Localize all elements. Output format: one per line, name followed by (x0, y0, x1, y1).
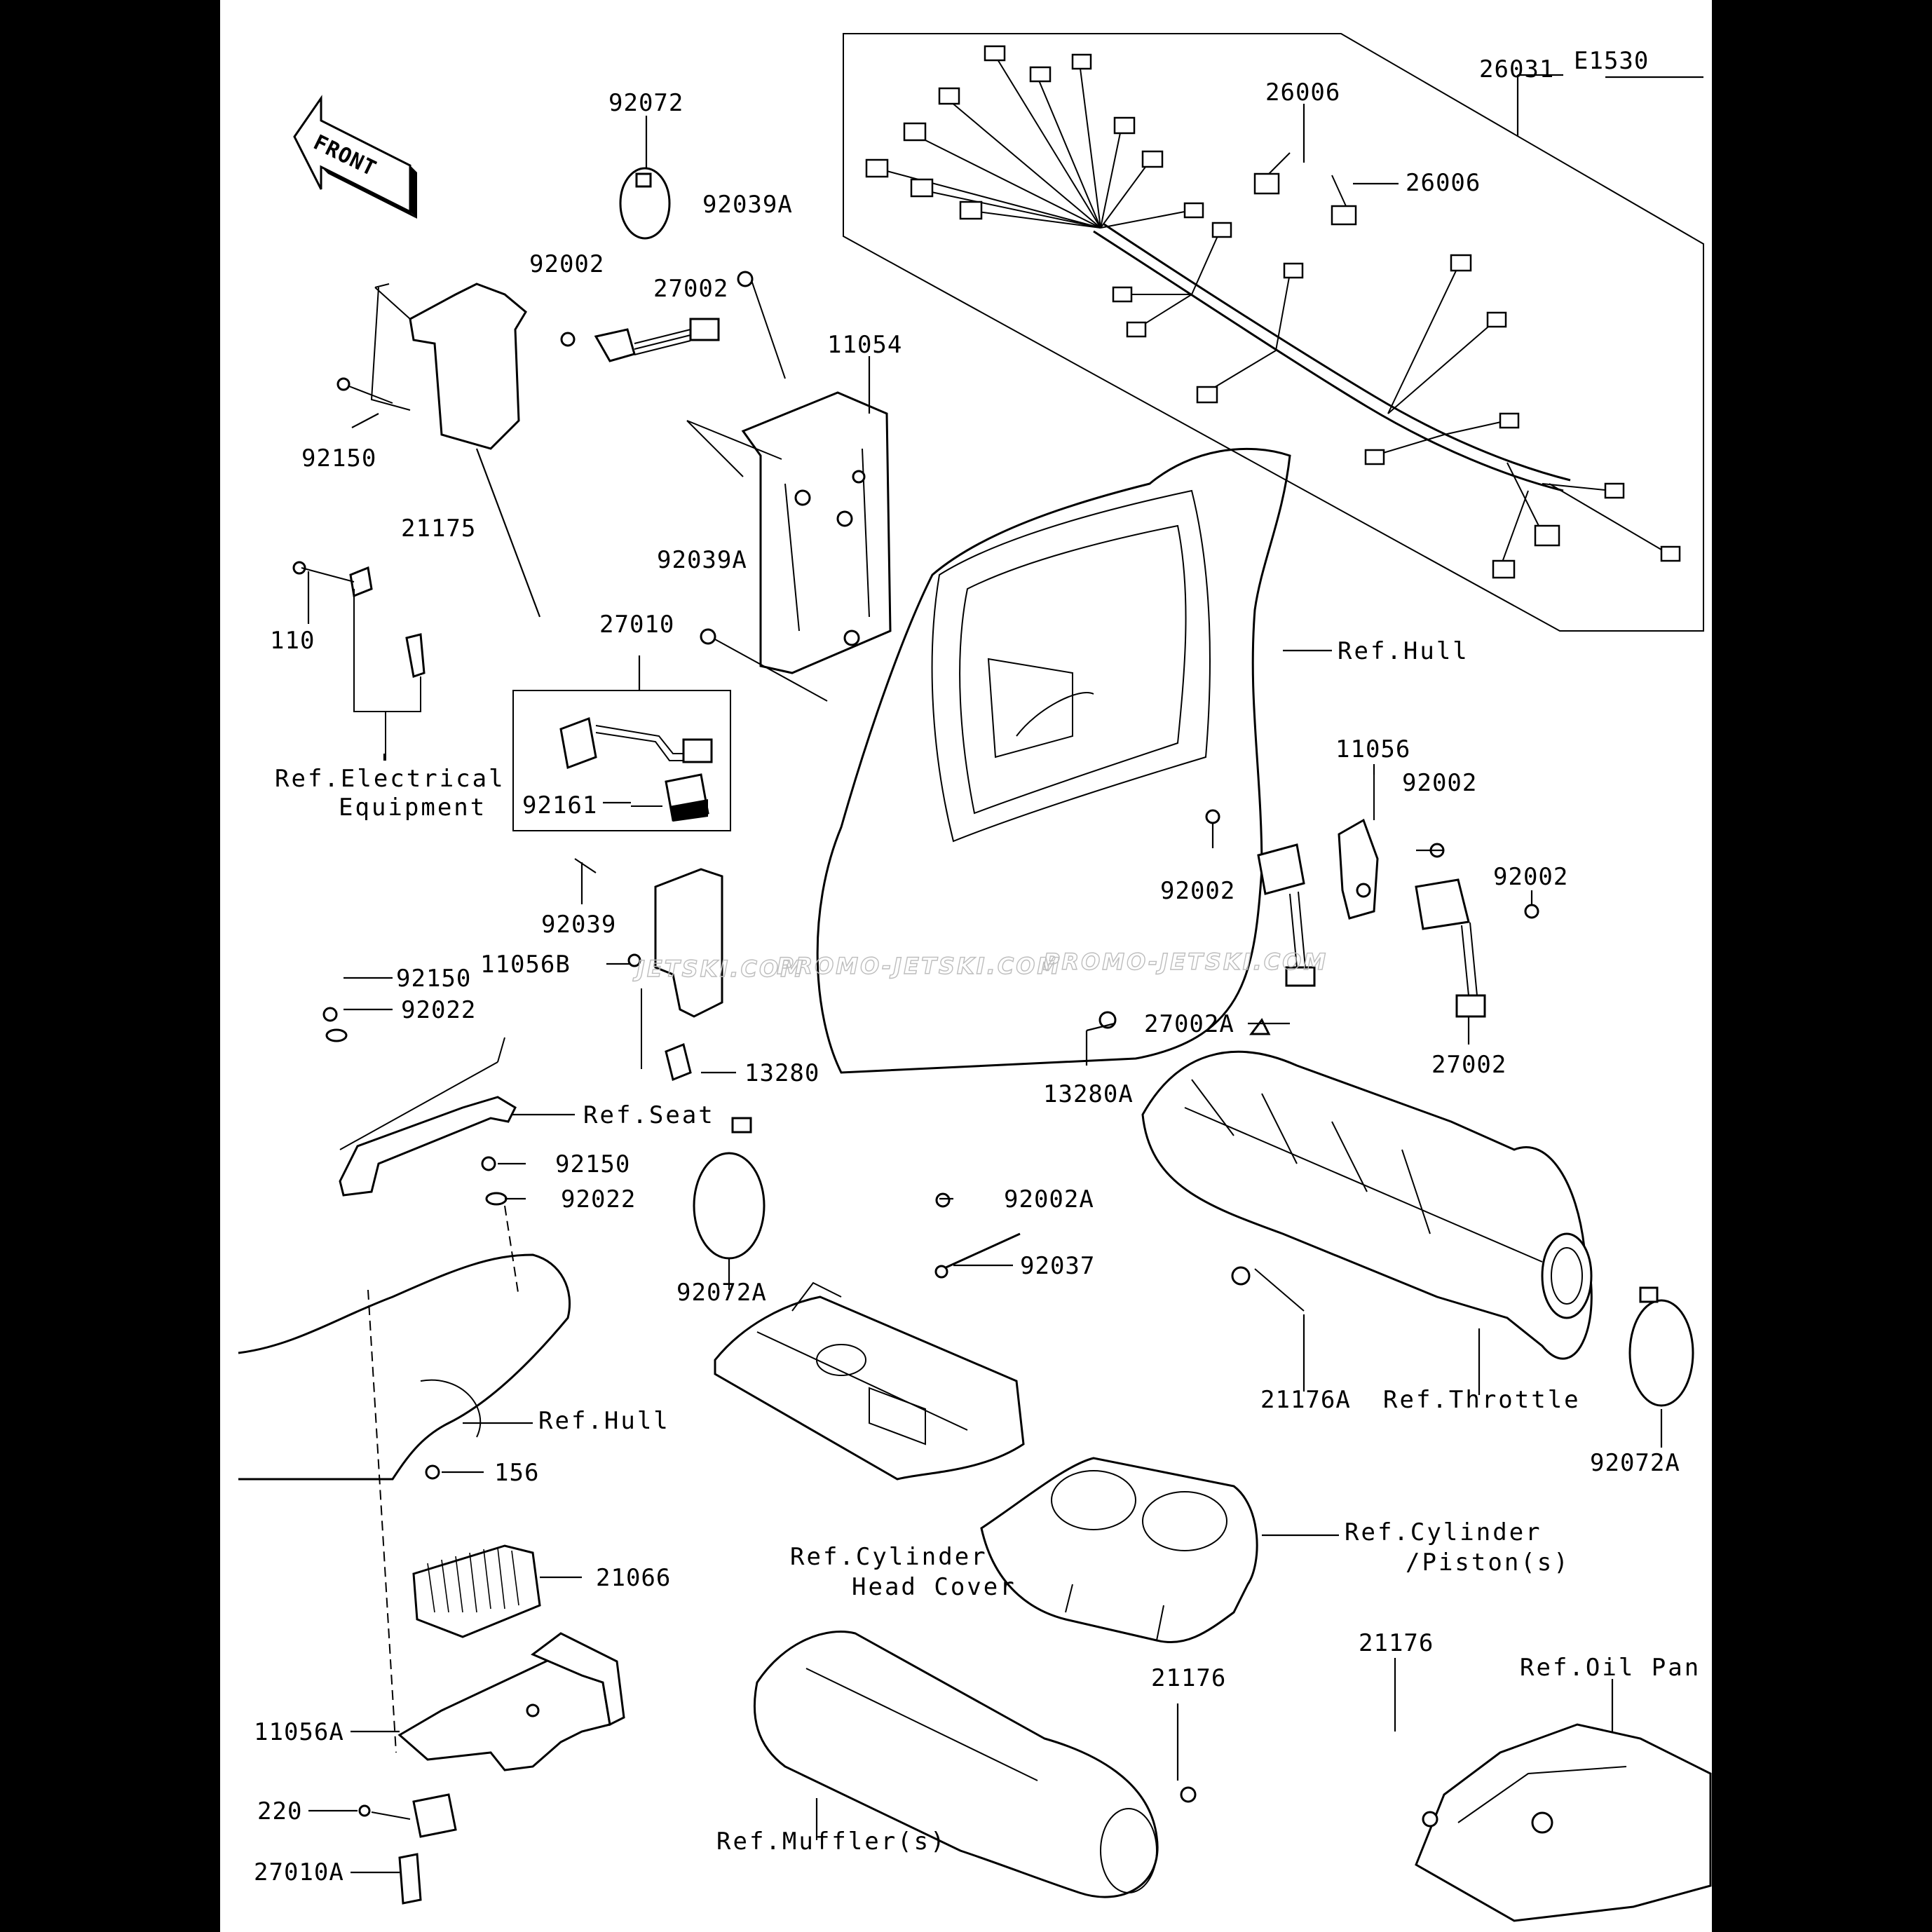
label-ref-cylinder-head: Ref.Cylinder (790, 1543, 988, 1571)
throttle-body (1141, 1018, 1593, 1360)
cylinder-head-cover (714, 1281, 1025, 1481)
relay-27002-top (560, 318, 720, 362)
label-92002-r3: 92002 (1493, 863, 1568, 891)
bolt-110-and-sensor (292, 561, 426, 761)
bracket-11056A (397, 1632, 625, 1771)
cable-tie-92072A-right (1628, 1286, 1694, 1407)
label-ref-oil-pan: Ref.Oil Pan (1520, 1654, 1701, 1682)
label-92072A-right: 92072A (1590, 1449, 1680, 1477)
label-21066: 21066 (596, 1564, 671, 1592)
clamp-92037 (934, 1192, 1021, 1279)
label-ref-cylinder-head-cover: Head Cover (852, 1573, 1016, 1601)
oil-pan (1415, 1723, 1712, 1922)
ecu-21175 (336, 283, 527, 450)
label-92002A: 92002A (1004, 1185, 1094, 1213)
label-92002-r1: 92002 (1402, 769, 1477, 797)
label-ref-cylinder-piston: Ref.Cylinder (1345, 1518, 1542, 1546)
label-11056A: 11056A (254, 1718, 344, 1746)
label-92002-top: 92002 (529, 250, 604, 278)
muffler (753, 1631, 1197, 1898)
label-92039A-top: 92039A (702, 191, 793, 219)
label-27002-right: 27002 (1431, 1051, 1506, 1079)
label-21176A: 21176A (1260, 1386, 1351, 1414)
label-92150-low: 92150 (555, 1150, 630, 1178)
label-92037: 92037 (1020, 1252, 1095, 1280)
cable-tie-92072 (619, 167, 671, 240)
label-13280A: 13280A (1043, 1080, 1134, 1108)
cylinder-block (980, 1266, 1305, 1644)
plate-11056B (574, 858, 723, 1082)
label-11056B: 11056B (480, 951, 571, 979)
label-156: 156 (494, 1459, 539, 1487)
label-26006-b: 26006 (1406, 169, 1481, 197)
label-26031: 26031 (1479, 55, 1554, 83)
label-220: 220 (257, 1797, 302, 1825)
watermark-mid: PROMO-JETSKI.COM (777, 953, 1061, 979)
label-92072A-left: 92072A (676, 1279, 767, 1307)
seat-bracket (339, 1037, 517, 1197)
bracket-11056 (1338, 775, 1379, 920)
relay-27010A (358, 1793, 457, 1905)
relay-27010 (512, 690, 731, 831)
relay-27002A (1205, 809, 1316, 987)
label-27010: 27010 (599, 611, 674, 639)
label-ref-throttle: Ref.Throttle (1383, 1386, 1581, 1414)
label-27002A: 27002A (1144, 1010, 1234, 1038)
label-ref-cylinder-pistons: /Piston(s) (1406, 1549, 1570, 1577)
label-92072: 92072 (608, 89, 683, 117)
leader-lines (307, 74, 1703, 1874)
watermark-right: PROMO-JETSKI.COM (1043, 948, 1328, 975)
bracket-11054 (686, 271, 892, 702)
label-ref-muffler: Ref.Muffler(s) (716, 1828, 947, 1856)
label-21176-a: 21176 (1151, 1664, 1226, 1692)
label-92039: 92039 (541, 911, 616, 939)
label-21175: 21175 (401, 515, 476, 543)
label-21176-b: 21176 (1359, 1629, 1434, 1657)
label-11056: 11056 (1335, 735, 1410, 763)
diagram-code: E1530 (1574, 47, 1649, 75)
label-27002-top: 27002 (653, 275, 728, 303)
label-92022-a: 92022 (401, 996, 476, 1024)
label-110: 110 (270, 627, 315, 655)
regulator-21066 (412, 1464, 541, 1638)
label-11054: 11054 (827, 331, 902, 359)
label-92150-mid: 92150 (396, 965, 471, 993)
hull-top-outline (816, 447, 1291, 1074)
hull-lower-outline (238, 1205, 571, 1753)
cable-tie-92072A-left (693, 1117, 766, 1260)
label-92002-r2: 92002 (1160, 877, 1235, 905)
watermark-left: JETSKI.COM (632, 955, 805, 982)
main-harness-group (843, 33, 1704, 632)
label-92022-b: 92022 (561, 1185, 636, 1213)
label-ref-hull-low: Ref.Hull (538, 1407, 670, 1435)
small-bolts (322, 1007, 1117, 1206)
label-ref-electrical-equipment: Equipment (339, 794, 487, 822)
label-92150-top: 92150 (301, 444, 376, 472)
label-ref-electrical: Ref.Electrical (275, 765, 505, 793)
label-92039A-mid: 92039A (657, 546, 747, 574)
front-arrow-icon: FRONT (293, 95, 417, 219)
label-27010A: 27010A (254, 1858, 344, 1886)
label-ref-hull-top: Ref.Hull (1338, 637, 1469, 665)
label-13280: 13280 (744, 1059, 819, 1087)
label-26006-a: 26006 (1265, 79, 1340, 107)
label-92161: 92161 (522, 791, 597, 819)
label-ref-seat: Ref.Seat (583, 1101, 715, 1129)
